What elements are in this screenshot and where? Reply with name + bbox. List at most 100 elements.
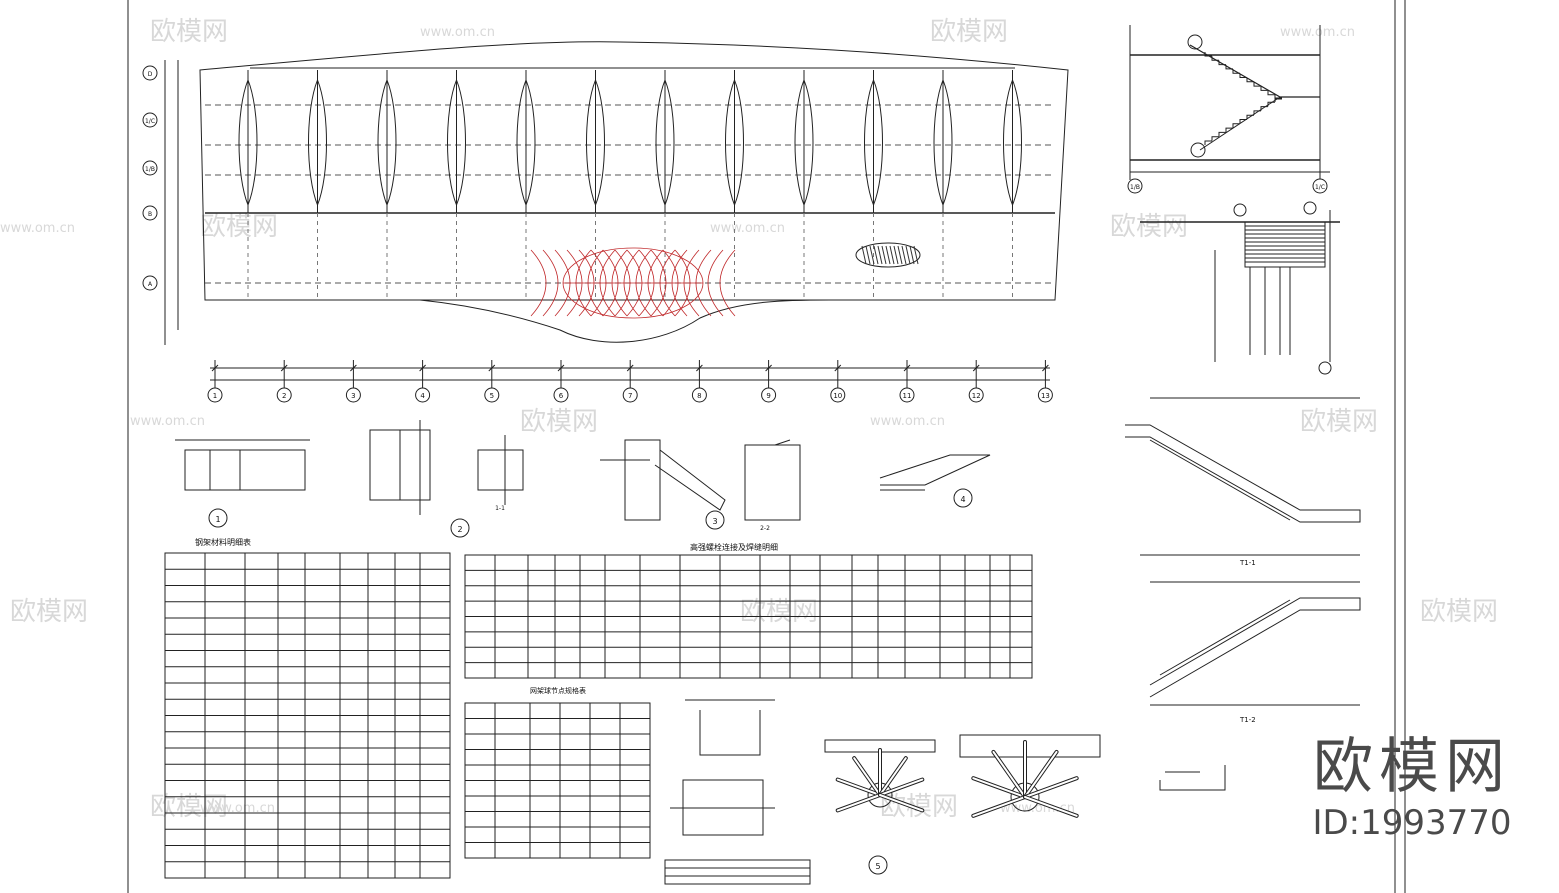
connection-details — [175, 420, 1101, 875]
plan-column-lines — [247, 70, 1013, 300]
ball-joint-arm-inner — [972, 777, 1026, 798]
detail-callout: 4 — [960, 495, 965, 504]
sheet-frame — [127, 0, 1406, 893]
axis-label: A — [148, 281, 153, 288]
section-label-t1-2: T1-2 — [1239, 716, 1256, 724]
stair-step — [1232, 69, 1240, 74]
watermark-url: www.om.cn — [1000, 801, 1075, 816]
stair-step — [1246, 114, 1254, 120]
hatch-line — [893, 245, 899, 265]
space-frame-member — [707, 249, 724, 317]
hatch-line — [897, 245, 903, 265]
stair-elevation-drawing — [1140, 201, 1340, 375]
ball-joint-arm-inner — [879, 794, 924, 812]
ball-joint-arm-inner — [879, 778, 924, 796]
axis-bubble — [830, 387, 846, 403]
truss-lens — [1003, 78, 1022, 207]
stair-step — [1253, 82, 1261, 87]
hatch-line — [873, 245, 879, 265]
axis-label: 1 — [213, 392, 217, 400]
watermark-url: www.om.cn — [1280, 25, 1355, 40]
space-frame-member — [542, 249, 559, 317]
watermark-brand: 欧模网 — [10, 597, 88, 627]
section-label-t1-1: T1-1 — [1239, 559, 1256, 567]
axis-bubble — [415, 387, 431, 403]
grid-axis-bubbles-left: D1/C1/BBA — [142, 65, 158, 291]
ball-joint-arm-inner — [992, 750, 1026, 798]
stair-step — [1225, 64, 1233, 70]
axis-label: 13 — [1041, 392, 1050, 400]
truss-lens — [933, 78, 953, 207]
axis-bubble — [1127, 178, 1143, 194]
axis-label: D — [148, 71, 153, 78]
brand-mark: 欧模网 ID:1993770 — [1312, 732, 1512, 844]
angle-detail — [1159, 765, 1226, 791]
detail-callout: 1 — [215, 515, 220, 524]
stair-step — [1260, 86, 1268, 91]
weld-schedule-table — [464, 554, 1033, 679]
dimension-ticks — [211, 360, 1049, 388]
stair-axis-bubbles: 1/B 1/C — [1127, 178, 1328, 194]
hatch-line — [881, 245, 887, 265]
axis-label: 1/B — [145, 166, 155, 173]
hatch-line — [909, 245, 915, 265]
watermark-brand: 欧模网 — [930, 17, 1008, 47]
axis-label: B — [148, 211, 152, 218]
truss-lens — [447, 78, 466, 207]
axis-bubble — [276, 387, 292, 403]
watermark-brand: 欧模网 — [1300, 407, 1378, 437]
watermark-url: www.om.cn — [870, 414, 945, 429]
hatch-line — [901, 245, 907, 265]
truss-lens — [308, 78, 327, 207]
model-id: ID:1993770 — [1312, 803, 1512, 843]
stair-step — [1204, 140, 1212, 145]
hatch-line — [869, 245, 875, 265]
axis-label: 4 — [420, 392, 425, 400]
ball-joint-arm-inner — [853, 757, 881, 796]
watermark-layer: 欧模网欧模网欧模网欧模网欧模网欧模网欧模网欧模网欧模网欧模网欧模网www.om.… — [0, 17, 1498, 822]
axis-label: 1/B — [1130, 184, 1140, 191]
detail-callout: 3 — [712, 517, 717, 526]
stair-step — [1211, 56, 1219, 61]
ball-joint-arm-inner — [1024, 796, 1078, 817]
ball-joint-arm-inner — [879, 757, 907, 796]
truss-lens — [238, 78, 258, 207]
truss-lens — [586, 78, 605, 207]
stair-step — [1232, 123, 1240, 128]
space-frame-member — [719, 249, 736, 317]
axis-bubble — [761, 387, 777, 403]
truss-lens — [655, 78, 675, 207]
watermark-brand: 欧模网 — [150, 17, 228, 47]
hatch-line — [861, 245, 867, 265]
axis-bubble — [142, 112, 158, 128]
axis-bubble — [691, 387, 707, 403]
truss-lens — [864, 78, 883, 207]
small-table — [664, 859, 811, 885]
space-frame-skylight — [530, 247, 736, 319]
hatched-opening-fill — [861, 245, 919, 265]
hatch-line — [905, 245, 911, 265]
member-schedule-table — [164, 552, 451, 879]
stair-step — [1260, 106, 1268, 111]
truss-lens — [516, 78, 536, 207]
axis-bubble — [142, 65, 158, 81]
axis-bubble — [207, 387, 223, 403]
axis-bubble — [899, 387, 915, 403]
stair-step — [1253, 110, 1261, 115]
axis-label: 11 — [903, 392, 912, 400]
stair-step — [1267, 101, 1275, 107]
stair-step — [1274, 97, 1282, 102]
axis-bubble — [484, 387, 500, 403]
watermark-url: www.om.cn — [0, 221, 75, 236]
watermark-brand: 欧模网 — [1420, 597, 1498, 627]
stringer-t1-1-drawing — [1125, 397, 1361, 556]
watermark-brand: 欧模网 — [1110, 212, 1188, 242]
axis-bubble — [142, 275, 158, 291]
axis-label: 1/C — [1315, 184, 1325, 191]
watermark-brand: 欧模网 — [740, 597, 818, 627]
section-callout: 1-1 — [495, 505, 505, 512]
axis-label: 6 — [559, 392, 564, 400]
stair-step — [1225, 127, 1233, 133]
truss-lens — [725, 78, 744, 207]
